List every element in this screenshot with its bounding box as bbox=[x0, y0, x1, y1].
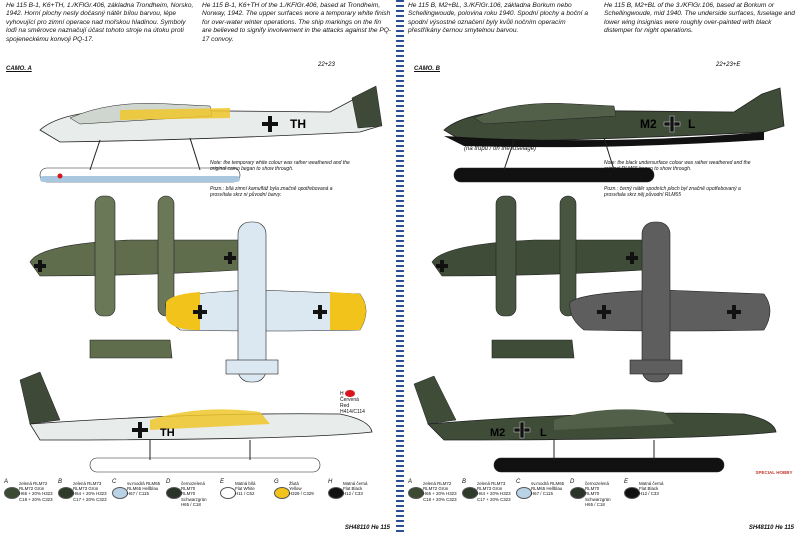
top-view-right bbox=[431, 195, 650, 359]
legend-letter: B bbox=[58, 479, 63, 485]
legend-letter: B bbox=[462, 479, 467, 485]
legend-letter: C bbox=[516, 479, 521, 485]
legend-letter: A bbox=[408, 479, 413, 485]
legend-letter: H bbox=[328, 479, 333, 485]
legend-name: černozelená RLM70 RLM70 Schwarzgrün H65 … bbox=[181, 481, 207, 507]
color-swatch bbox=[4, 487, 20, 499]
right-page: He 115 B, M2+BL, 3./KFlGr.106, základna … bbox=[404, 0, 800, 533]
color-swatch bbox=[408, 487, 424, 499]
page-spine bbox=[396, 0, 404, 533]
side-code-label: 22+23 bbox=[317, 62, 336, 68]
legend-letter: D bbox=[166, 479, 171, 485]
camo-label: CAMO. A bbox=[6, 66, 32, 72]
plane-code-right-right: L bbox=[688, 117, 695, 131]
bottom-view-right bbox=[569, 221, 771, 383]
side-view-bottom-left: TH bbox=[19, 371, 373, 473]
color-swatch bbox=[220, 487, 236, 499]
red-legend-en: Red bbox=[340, 403, 350, 409]
red-legend: H Červená Red H414/C114 bbox=[340, 390, 365, 415]
color-swatch bbox=[516, 487, 532, 499]
red-legend-cz: Červená bbox=[340, 397, 359, 403]
side-view-bottom-right: M2 L bbox=[413, 375, 777, 473]
plane-code-text-2: TH bbox=[160, 427, 175, 439]
intro-text-en-right: He 115 B, M2+BL of the 3./KFlGr.106, bas… bbox=[604, 2, 795, 35]
legend-item: H Matná černá Flat Black H12 / C33 bbox=[328, 479, 380, 519]
fuselage-note: (na trupu / on the fuselage) bbox=[464, 146, 537, 152]
legend-name: zelená RLM73 RLM73 Grün H64 + 20% H323 C… bbox=[477, 481, 511, 502]
color-swatch bbox=[570, 487, 586, 499]
footer-left: SH48110 He 115 bbox=[344, 525, 390, 531]
note-en-right: Note: the black undersurface colour was … bbox=[604, 160, 751, 172]
legend-item: E Matná bílá Flat White H11 / C62 bbox=[220, 479, 272, 519]
aircraft-profiles-right: M2 L 22+23+E bbox=[413, 62, 785, 473]
color-swatch bbox=[166, 487, 182, 499]
aircraft-profiles-left: TH 22+23 bbox=[19, 62, 383, 473]
legend-name: zelená RLM73 RLM73 Grün H64 + 20% H323 C… bbox=[73, 481, 107, 502]
legend-name: zelená RLM72 RLM72 Grün H65 + 20% H323 C… bbox=[423, 481, 457, 502]
top-view-left bbox=[29, 195, 246, 359]
legend-name: sv.modrá RLM65 RLM65 Hellblau H67 / C115 bbox=[531, 481, 565, 497]
color-swatch bbox=[274, 487, 290, 499]
color-swatch bbox=[112, 487, 128, 499]
side-view-top: TH 22+23 bbox=[39, 62, 383, 183]
note-en: Note: the temporary white colour was rat… bbox=[210, 160, 350, 172]
color-swatch bbox=[624, 487, 640, 499]
legend-name: Matná bílá Flat White H11 / C62 bbox=[235, 481, 256, 497]
legend-name: Žlutá Yellow H329 / C329 bbox=[289, 481, 314, 497]
red-legend-letter: H bbox=[340, 390, 344, 397]
red-swatch bbox=[345, 390, 356, 397]
left-page: He 115 B-1, K6+TH, 1./KFlGr.406, základn… bbox=[0, 0, 396, 533]
intro-text-cz-right: He 115 B, M2+BL, 3./KFlGr.106, základna … bbox=[408, 2, 588, 35]
bottom-view-left bbox=[165, 221, 367, 383]
legend-name: Matná černá Flat Black H12 / C33 bbox=[343, 481, 368, 497]
intro-text-cz: He 115 B-1, K6+TH, 1./KFlGr.406, základn… bbox=[6, 2, 194, 43]
legend-letter: C bbox=[112, 479, 117, 485]
legend-item: E Matná černá Flat Black H12 / C33 bbox=[624, 479, 676, 519]
side-view-top-right: M2 L 22+23+E bbox=[443, 62, 785, 183]
note-cz-right: Pozn.: černý nátěr spodních ploch byl zn… bbox=[604, 186, 741, 198]
legend-letter: D bbox=[570, 479, 575, 485]
legend-name: černozelená RLM70 RLM70 Schwarzgrün H65 … bbox=[585, 481, 611, 507]
plane-code-right-2: L bbox=[540, 427, 547, 439]
plane-code-left-2: M2 bbox=[490, 427, 505, 439]
side-code-label-right: 22+23+E bbox=[715, 62, 741, 68]
legend-letter: E bbox=[220, 479, 225, 485]
legend-name: sv.modrá RLM65 RLM65 Hellblau H67 / C115 bbox=[127, 481, 161, 497]
legend-letter: G bbox=[274, 479, 279, 485]
camo-label-right: CAMO. B bbox=[414, 66, 440, 72]
red-legend-code: H414/C114 bbox=[340, 409, 365, 415]
legend-letter: E bbox=[624, 479, 629, 485]
color-swatch bbox=[328, 487, 344, 499]
legend-name: zelená RLM72 RLM72 Grün H65 + 20% H323 C… bbox=[19, 481, 53, 502]
legend-letter: A bbox=[4, 479, 9, 485]
plane-code-left-right: M2 bbox=[640, 117, 657, 131]
note-cz: Pozn.: bílá zimní kamufláž byla značně o… bbox=[210, 186, 333, 198]
color-swatch bbox=[462, 487, 478, 499]
legend-name: Matná černá Flat Black H12 / C33 bbox=[639, 481, 664, 497]
plane-code-text: TH bbox=[290, 117, 306, 131]
intro-text-en: He 115 B-1, K6+TH of the 1./KFlGr.406, b… bbox=[202, 2, 392, 43]
footer-right: SH48110 He 115 bbox=[748, 525, 794, 531]
legend-item: G Žlutá Yellow H329 / C329 bbox=[274, 479, 326, 519]
color-swatch bbox=[58, 487, 74, 499]
brand-logo: SPECIAL HOBBY bbox=[755, 470, 793, 475]
